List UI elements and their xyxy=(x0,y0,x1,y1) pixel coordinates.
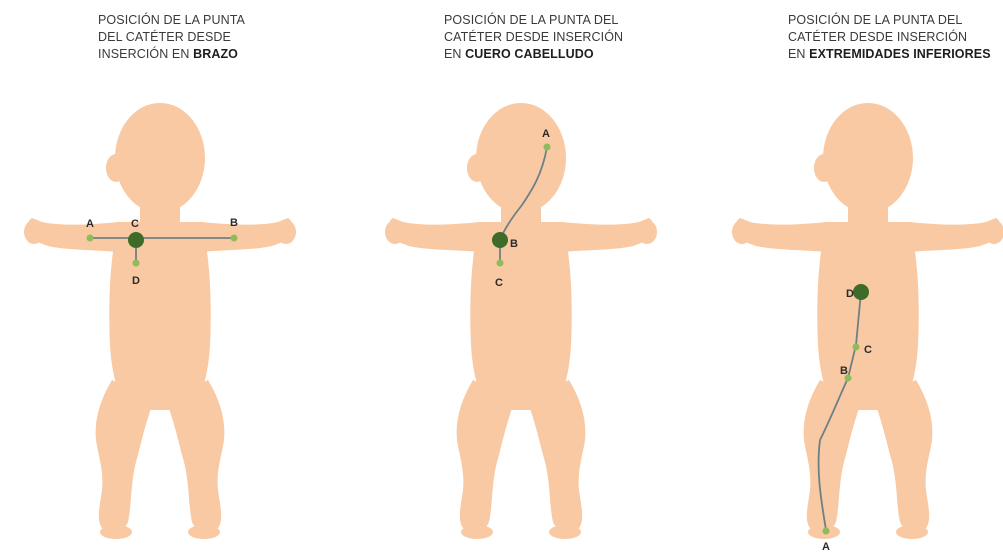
label-c: C xyxy=(131,218,139,230)
baby-silhouette xyxy=(732,103,1003,539)
baby-figure-scalp: A B C xyxy=(334,0,668,557)
label-d: D xyxy=(132,275,140,287)
point-a-marker xyxy=(544,144,551,151)
panel-lower-limb-insertion: POSICIÓN DE LA PUNTA DEL CATÉTER DESDE I… xyxy=(668,0,1002,557)
label-c: C xyxy=(864,344,872,356)
point-b-marker xyxy=(492,232,508,248)
label-a: A xyxy=(86,218,94,230)
label-c: C xyxy=(495,277,503,289)
label-b: B xyxy=(510,238,518,250)
label-d: D xyxy=(846,288,854,300)
label-b: B xyxy=(840,365,848,377)
baby-figure-lower-limb: D C B A xyxy=(668,0,1003,557)
point-c-marker xyxy=(497,260,504,267)
label-a: A xyxy=(542,128,550,140)
baby-silhouette xyxy=(385,103,657,539)
baby-silhouette xyxy=(24,103,296,539)
point-d-marker xyxy=(853,284,869,300)
point-a-marker xyxy=(823,528,830,535)
point-d-marker xyxy=(133,260,140,267)
point-b-marker xyxy=(231,235,238,242)
baby-figure-arm: A C B D xyxy=(0,0,334,557)
panel-scalp-insertion: POSICIÓN DE LA PUNTA DEL CATÉTER DESDE I… xyxy=(334,0,668,557)
point-a-marker xyxy=(87,235,94,242)
label-a: A xyxy=(822,541,830,553)
point-c-marker xyxy=(853,344,860,351)
label-b: B xyxy=(230,217,238,229)
point-c-marker xyxy=(128,232,144,248)
panel-arm-insertion: POSICIÓN DE LA PUNTA DEL CATÉTER DESDE I… xyxy=(0,0,334,557)
